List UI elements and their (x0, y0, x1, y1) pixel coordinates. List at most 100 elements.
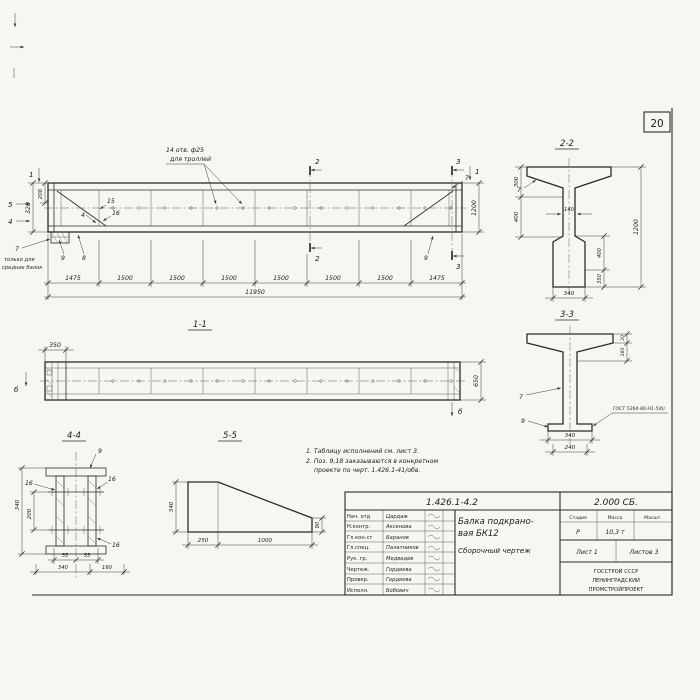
dim-340: 340 (169, 501, 175, 512)
section-3-3: 3-3 30 180 7 9 ГОСТ 5264-80-Н1-5(б) 340 … (519, 310, 668, 456)
signature-mark (427, 545, 441, 551)
person-name: Бобович (386, 588, 409, 594)
pos-label-9: 9 (98, 448, 102, 455)
beam-outline (47, 182, 463, 233)
dim-16-label: 16 (108, 476, 116, 483)
dim-segment: 1500 (169, 275, 185, 282)
weld-note: ГОСТ 5264-80-Н1-5(б) (613, 406, 665, 412)
dim-650: 650 (473, 375, 480, 387)
doc-type: Сборочный чертеж (458, 546, 531, 555)
pos-label-15: 15 (107, 198, 115, 205)
dim-1000: 1000 (258, 538, 273, 544)
signature-mark (427, 524, 441, 530)
signature-mark (427, 566, 441, 572)
person-name: Медведев (386, 556, 413, 562)
section-title: 4-4 (67, 431, 81, 441)
dim-200: 200 (38, 188, 44, 199)
dim-segment: 1500 (377, 275, 393, 282)
person-name: Гордеева (386, 577, 412, 583)
role: Рук. гр. (347, 556, 368, 562)
section-title: 1-1 (193, 320, 207, 330)
dim-340: 340 (565, 433, 576, 439)
cut-mark-2: 2 (315, 157, 320, 166)
note-line: 1. Таблицу исполнений см. лист 3. (306, 447, 419, 455)
pos-label-16: 16 (112, 210, 120, 217)
person-name: Аксенова (385, 524, 412, 530)
cut-mark-4: 4 (8, 217, 13, 226)
person-name: Гордеева (386, 567, 412, 573)
pos-label-7: 7 (15, 246, 19, 253)
dim-1200: 1200 (633, 219, 640, 235)
role: Чертеж. (347, 567, 370, 573)
person-name: Палатников (386, 545, 419, 551)
dim-segment: 1500 (325, 275, 341, 282)
dim-segment: 1500 (221, 275, 237, 282)
dim-segment: 1475 (65, 275, 81, 282)
title-block: 1.426.1-4.2 2.000 СБ. Нач. отд Цардаж Н.… (344, 491, 673, 596)
product-title: вая БК12 (458, 529, 499, 539)
holes-callout: для троллей (169, 156, 211, 163)
pos-label-8: 8 (82, 255, 86, 262)
role: Гл.спец. (347, 545, 370, 551)
cut-mark-b: б (14, 385, 19, 394)
dim-180: 180 (620, 348, 626, 357)
signature-mark (427, 576, 441, 582)
role: Исполн. (347, 588, 369, 594)
support-detail (50, 231, 70, 244)
dim-segment: 1475 (429, 275, 445, 282)
stage-value: Р (576, 529, 580, 536)
rib-plate-outline (187, 481, 313, 533)
note-mid-beams: средних балок (2, 265, 43, 271)
dim-16-label: 16 (25, 480, 33, 487)
signature-mark (427, 555, 441, 561)
sheets-total: Листов 3 (628, 549, 658, 556)
dim-400: 400 (514, 211, 520, 222)
role: Провер. (347, 577, 369, 583)
product-title: Балка подкрано- (458, 517, 534, 527)
sheet-frame: 20 (10, 13, 673, 596)
col-mass: Масса (608, 515, 623, 521)
signature-mark (427, 587, 441, 593)
section-4-4: 4-4 9 16 16 16 340 200 55 55 340 160 (15, 431, 130, 578)
dim-30: 30 (620, 335, 626, 341)
signature-mark (427, 534, 441, 540)
section-title: 2-2 (560, 139, 574, 149)
dim-140: 140 (564, 207, 575, 213)
cut-mark-3: 3 (456, 157, 461, 166)
organization: ПРОМСТРОЙПРОЕКТ (589, 586, 645, 593)
dim-55: 55 (62, 553, 69, 559)
role: Н.контр. (347, 524, 371, 530)
pos-label-9: 9 (61, 255, 65, 262)
note-line: проекте по черт. 1.426.1-41/обв. (314, 466, 420, 474)
signature-mark (427, 513, 441, 519)
doc-code: 2.000 СБ. (594, 498, 638, 508)
dim-250: 250 (198, 538, 209, 544)
section-1-1: 1-1 350 650 б б (14, 320, 486, 416)
dim-200: 200 (27, 508, 33, 519)
pos-label-9: 9 (424, 255, 428, 262)
cut-mark-2: 2 (315, 254, 320, 263)
pos-label-7: 7 (517, 187, 521, 194)
dim-1200: 1200 (471, 200, 478, 216)
dim-340: 340 (58, 565, 69, 571)
dim-340: 340 (564, 291, 575, 297)
cut-mark-1: 1 (475, 167, 480, 176)
role: Гл.кон.ст (347, 535, 372, 541)
dim-90: 90 (315, 521, 321, 528)
dim-350: 350 (597, 273, 603, 284)
notes: 1. Таблицу исполнений см. лист 3. 2. Поз… (306, 447, 438, 474)
cut-mark-1: 1 (29, 170, 34, 179)
sheet-number: Лист 1 (575, 549, 598, 556)
pos-label-4: 4 (81, 212, 85, 219)
dim-300: 300 (514, 176, 520, 187)
dim-16-label: 16 (112, 542, 120, 549)
dim-segment: 1500 (273, 275, 289, 282)
dim-160: 160 (102, 565, 113, 571)
note-mid-beams: только для (4, 257, 35, 263)
dim-340: 340 (15, 499, 21, 510)
section-title: 5-5 (223, 431, 237, 441)
person-name: Баранов (386, 535, 409, 541)
pos-label-7: 7 (465, 175, 469, 182)
mass-value: 10,3 т (605, 529, 625, 536)
